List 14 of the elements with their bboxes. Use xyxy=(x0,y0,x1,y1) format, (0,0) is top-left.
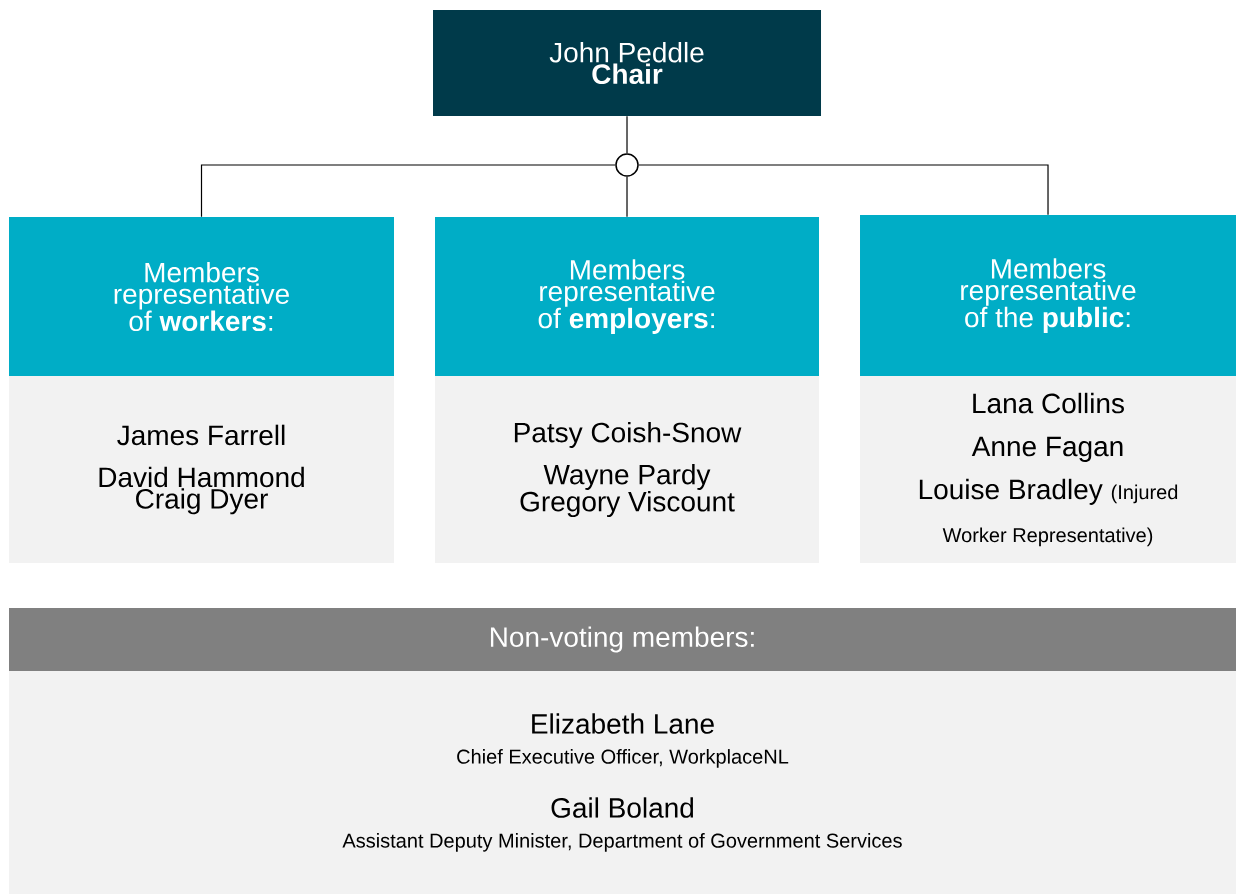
chair-box: John Peddle Chair xyxy=(433,10,821,116)
member-list-box: Patsy Coish-Snow Wayne Pardy Gregory Viscount xyxy=(435,376,819,563)
member-list-box: Elizabeth Lane Chief Executive Officer, WorkplaceNL Gail Boland Assistant Deputy Minister, Department of Government Services xyxy=(9,671,1236,894)
connector-line xyxy=(626,115,628,154)
member-list-box: James Farrell David Hammond Craig Dyer xyxy=(9,376,394,563)
group-header: Members representative of employers: xyxy=(435,217,819,376)
junction-circle xyxy=(615,153,639,177)
connector-line xyxy=(638,164,1049,216)
group-header: Members representative of workers: xyxy=(9,217,394,376)
connector-line xyxy=(200,164,616,218)
group-header: Members representative of the public: xyxy=(860,215,1236,376)
connector-line xyxy=(626,176,628,218)
group-header: Non-voting members: xyxy=(9,608,1236,671)
member-list-box: Lana Collins Anne Fagan Louise Bradley (Injured Worker Representative) xyxy=(860,376,1236,563)
